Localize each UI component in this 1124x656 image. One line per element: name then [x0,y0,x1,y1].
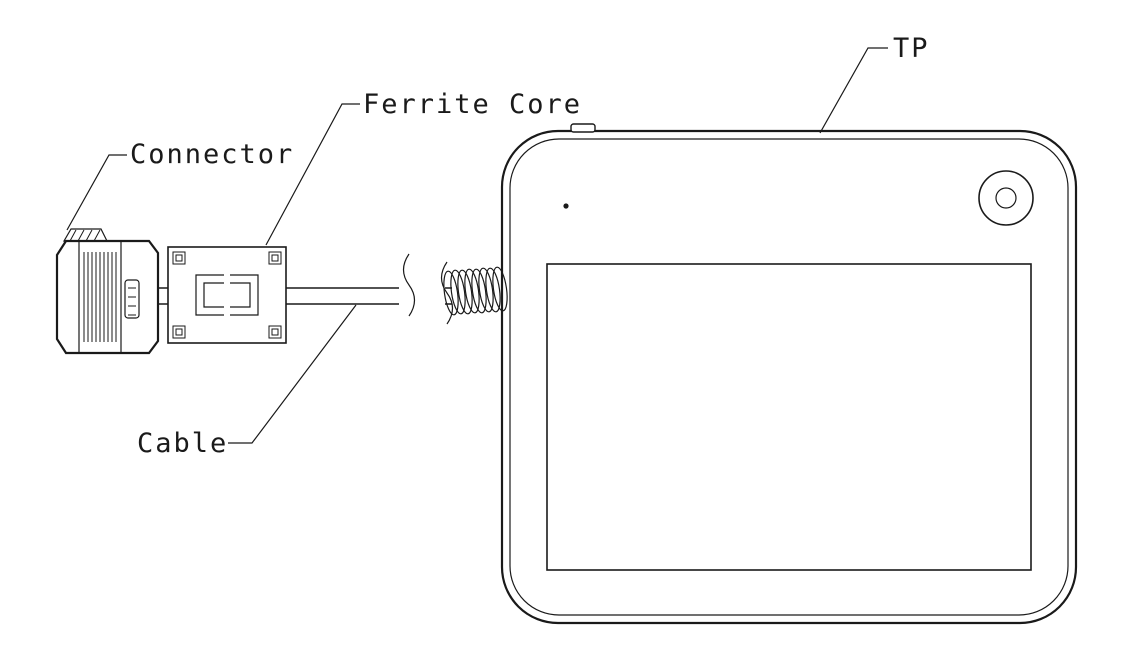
connector-leader-line [66,154,127,231]
tp-inner-housing-line [509,138,1069,616]
tp-screen [546,263,1032,571]
cable-leader-line [228,304,357,444]
tp-label: TP [893,33,930,64]
cable-label: Cable [137,428,228,459]
tp-device [500,123,1078,625]
leader-lines [66,47,888,444]
cable-break-icon [402,253,454,325]
tp-round-control [978,170,1034,226]
connector-top-bump [62,228,108,242]
tp-top-tab [570,123,596,133]
connector-grip-ribs [83,252,117,342]
cable [158,253,508,325]
connector-section-lines [78,241,122,353]
strain-relief-coil [443,266,508,316]
tp-led-dot [563,203,569,209]
ferrite-core-leader-line [265,103,360,246]
tp-outer-housing [500,129,1078,625]
connector-body [55,239,160,355]
ferrite-center-clips [195,274,259,316]
tp-leader-line [819,47,888,134]
labels: Connector Ferrite Core Cable TP [130,33,930,459]
ferrite-core [167,246,287,344]
ferrite-corner-latches [172,251,282,339]
connector-badge [124,279,140,319]
connector [55,228,160,355]
cable-lines [158,287,452,305]
connector-label: Connector [130,139,294,170]
ferrite-core-label: Ferrite Core [363,89,582,120]
ferrite-core-body [167,246,287,344]
